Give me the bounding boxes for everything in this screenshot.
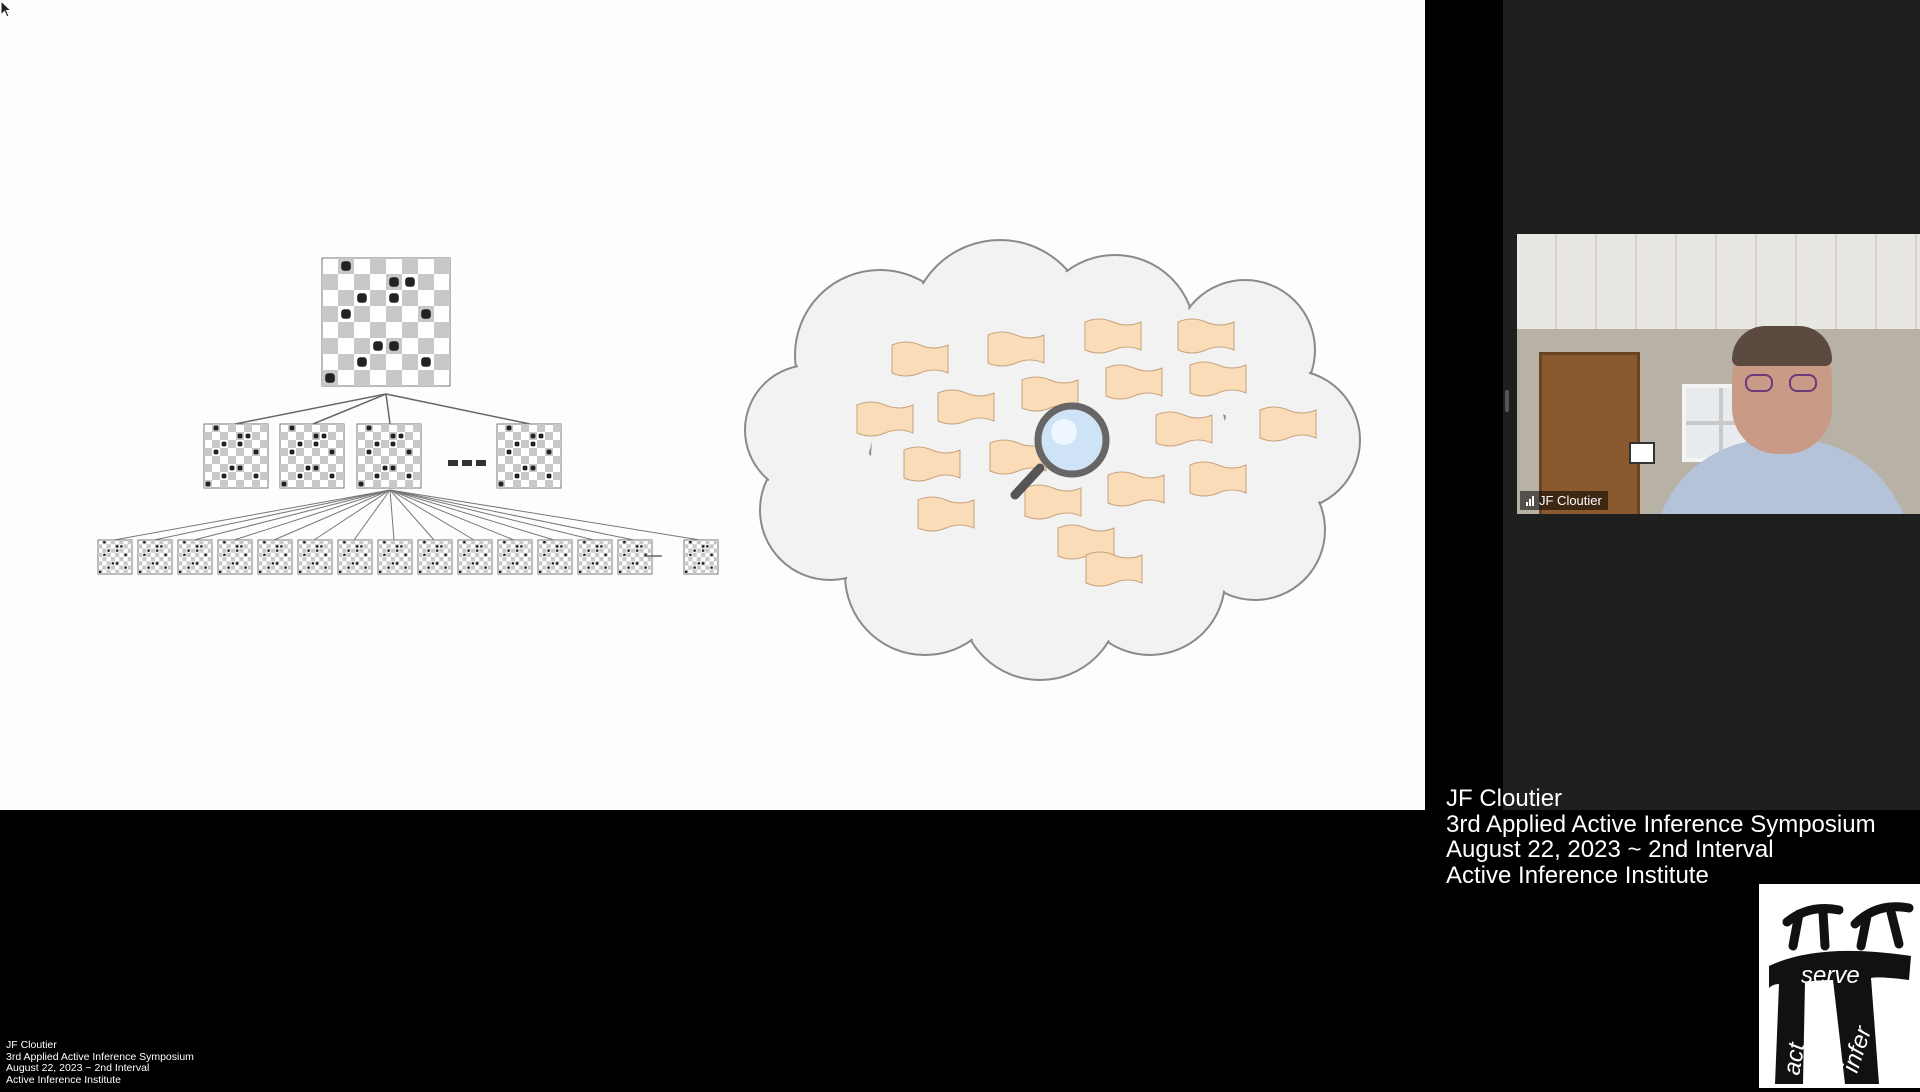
small-event-date: August 22, 2023 ~ 2nd Interval — [6, 1062, 150, 1074]
leaf-chess-board — [537, 539, 573, 575]
tree-edge — [389, 489, 701, 541]
document-cloud-diagram — [744, 239, 1361, 681]
tree-edge — [389, 489, 555, 541]
panel-resize-handle[interactable] — [1505, 390, 1509, 412]
small-speaker-name: JF Cloutier — [6, 1039, 57, 1051]
document-icon — [987, 331, 1045, 367]
tree-edge — [389, 489, 595, 541]
leaf-chess-board — [683, 539, 719, 575]
document-icon — [1155, 411, 1213, 447]
tree-edge — [389, 489, 635, 541]
event-date: August 22, 2023 ~ 2nd Interval — [1446, 836, 1774, 863]
document-icon — [917, 496, 975, 532]
document-icon — [1084, 318, 1142, 354]
tree-edge — [389, 489, 475, 541]
slide-illustration — [97, 239, 1361, 681]
leaf-chess-board — [617, 539, 653, 575]
tree-edge — [234, 393, 387, 425]
tree-edge — [385, 393, 391, 425]
leaf-chess-board — [257, 539, 293, 575]
shared-screen-slide — [0, 0, 1425, 810]
tree-edge — [385, 393, 531, 425]
tree-edge — [313, 489, 391, 541]
chess-board-node — [203, 423, 269, 489]
document-icon — [937, 389, 995, 425]
magnifier-icon — [1010, 402, 1110, 500]
document-icon — [1259, 406, 1317, 442]
leaf-chess-board — [377, 539, 413, 575]
logo-word-serve: serve — [1801, 962, 1860, 989]
small-organization-name: Active Inference Institute — [6, 1073, 121, 1086]
chess-board-node — [356, 423, 422, 489]
tree-edge — [153, 489, 391, 541]
slide-side-bar — [1425, 0, 1503, 810]
small-info-overlay: JF Cloutier 3rd Applied Active Inference… — [6, 1039, 194, 1086]
chess-board-node — [279, 423, 345, 489]
ellipsis-dot — [476, 460, 486, 466]
small-event-title: 3rd Applied Active Inference Symposium — [6, 1050, 194, 1063]
document-icon — [891, 341, 949, 377]
document-icon — [1107, 471, 1165, 507]
document-icon — [1085, 551, 1143, 587]
tree-edge — [273, 489, 391, 541]
event-title: 3rd Applied Active Inference Symposium — [1446, 810, 1876, 838]
game-tree-diagram — [97, 257, 719, 575]
document-icon — [989, 439, 1047, 475]
tree-edge — [312, 393, 387, 425]
participant-name-tag: JF Cloutier — [1520, 491, 1608, 510]
document-icon — [1177, 318, 1235, 354]
leaf-chess-board — [97, 539, 133, 575]
document-icon — [1189, 361, 1247, 397]
tree-edge — [113, 489, 391, 541]
root-chess-board — [321, 257, 451, 387]
speaker-name: JF Cloutier — [1446, 785, 1563, 812]
organization-name: Active Inference Institute — [1446, 861, 1709, 889]
leaf-chess-board — [177, 539, 213, 575]
leaf-chess-board — [497, 539, 533, 575]
participant-name: JF Cloutier — [1539, 493, 1602, 508]
speaker-info-overlay: JF Cloutier 3rd Applied Active Inference… — [1446, 786, 1876, 888]
tree-edge — [353, 489, 391, 541]
leaf-chess-board — [457, 539, 493, 575]
chess-board-node — [496, 423, 562, 489]
arrow-cursor-icon — [0, 0, 13, 18]
document-icon — [1189, 461, 1247, 497]
ellipsis-dot — [448, 460, 458, 466]
signal-bars-icon — [1526, 495, 1534, 506]
participant-video-tile[interactable]: JF Cloutier — [1517, 234, 1920, 514]
logo-word-act: act — [1778, 1040, 1810, 1078]
leaf-chess-board — [337, 539, 373, 575]
tree-edge — [233, 489, 391, 541]
leaf-chess-board — [577, 539, 613, 575]
document-icon — [1105, 364, 1163, 400]
leaf-chess-board — [217, 539, 253, 575]
tree-edge — [193, 489, 391, 541]
leaf-chess-board — [137, 539, 173, 575]
document-icon — [1024, 484, 1082, 520]
tree-edge — [389, 489, 435, 541]
tree-edge — [389, 489, 395, 541]
document-icon — [903, 446, 961, 482]
leaf-chess-board — [417, 539, 453, 575]
tree-edge — [389, 489, 515, 541]
leaf-chess-board — [297, 539, 333, 575]
institute-logo: serve act infer — [1759, 884, 1920, 1088]
document-icon — [856, 401, 914, 437]
ellipsis-dot — [462, 460, 472, 466]
